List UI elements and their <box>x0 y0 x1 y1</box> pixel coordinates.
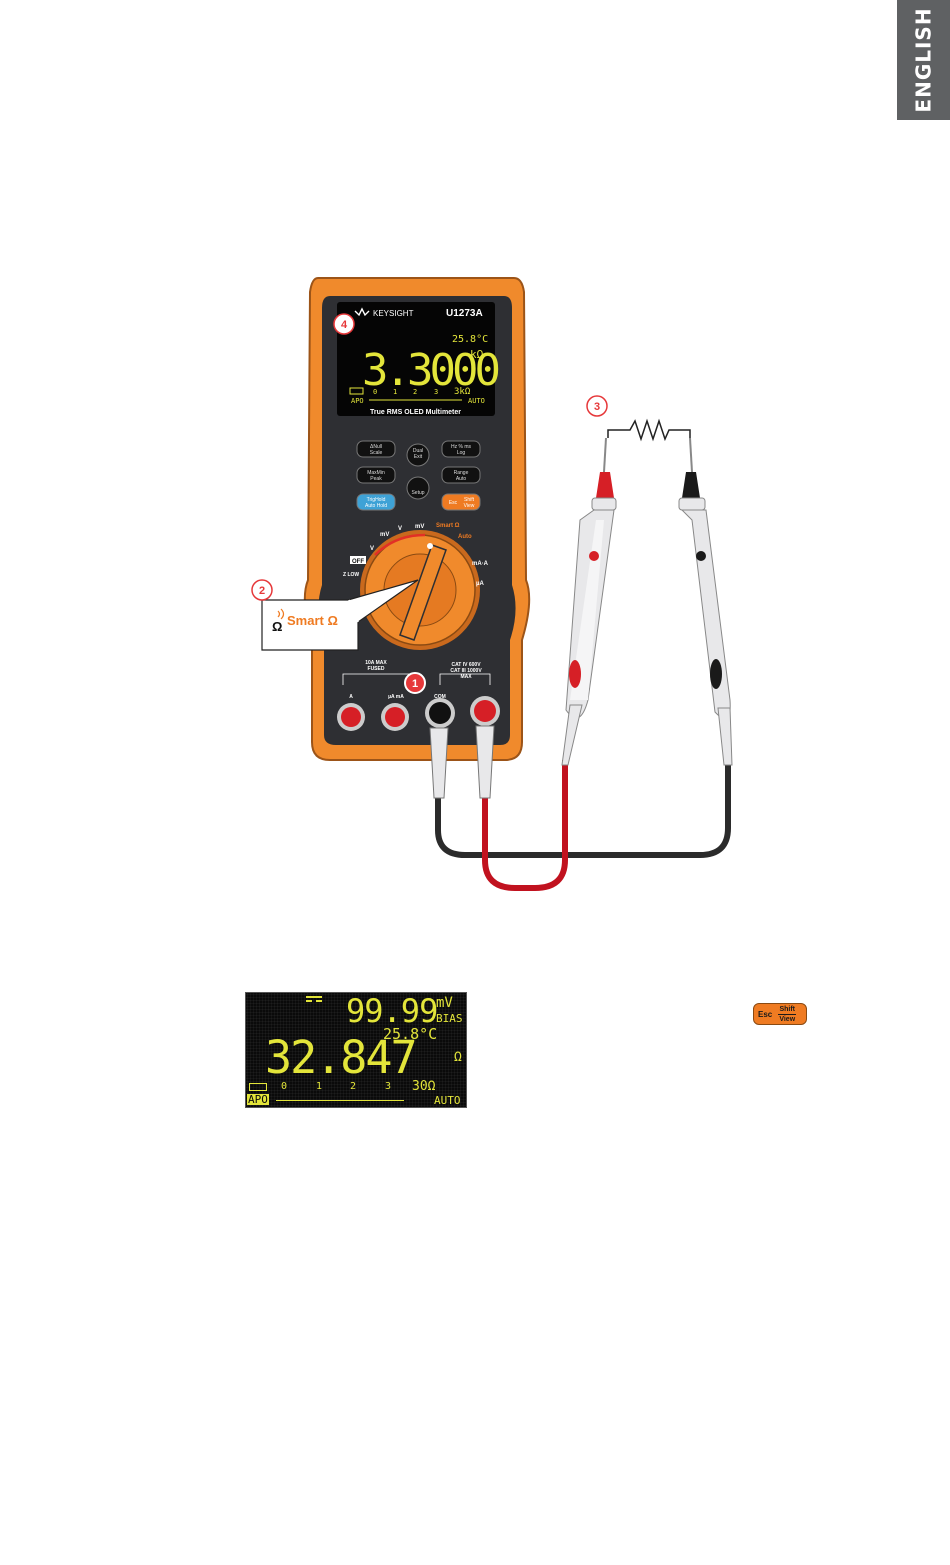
lcd-main-value: 32.847 <box>265 1031 418 1084</box>
maxmin-key-label: MaxMin <box>367 470 385 476</box>
dial-ua: µA <box>476 581 484 587</box>
lcd-top-value: 99.99 <box>346 992 438 1030</box>
meter-apo: APO <box>351 397 364 405</box>
shift-view-labels: Shift View <box>778 1005 797 1023</box>
shift-label: Shift <box>779 1005 796 1013</box>
peak-key-label: Peak <box>370 476 382 482</box>
shift-key-label: Shift <box>464 497 475 503</box>
dual-key-label: Dual <box>413 448 423 454</box>
exit-key-label: Exit <box>414 454 423 460</box>
scale-range: 3kΩ <box>454 387 471 397</box>
meter-unit: kΩ <box>470 348 484 361</box>
meter-brand: KEYSIGHT <box>373 309 414 318</box>
red-probe <box>561 437 617 766</box>
callout-3-circle <box>586 395 608 417</box>
cat-rating-1: CAT IV 600V <box>451 662 481 668</box>
keysight-logo-icon <box>354 307 370 317</box>
callout-2-circle <box>251 579 273 601</box>
scale-tick-1: 1 <box>393 388 397 396</box>
terminal-a-label: A <box>349 694 353 700</box>
dial-ma-a: mA·A <box>472 561 489 567</box>
red-lead-cable <box>482 760 568 891</box>
callout-omega: Ω <box>272 619 282 634</box>
scale-tick-3: 3 <box>434 388 438 396</box>
meter-keypad: ΔNull Scale Dual Exit Hz % ms Log MaxMin… <box>356 440 481 511</box>
view-label: View <box>779 1015 796 1023</box>
dial-zlow: Z LOW <box>343 572 359 578</box>
hz-key-label: Hz % ms <box>451 444 472 450</box>
key-divider <box>778 1013 797 1015</box>
dial-diode-auto: Auto <box>458 534 472 540</box>
lcd-bias: BIAS <box>436 1012 463 1025</box>
multimeter-illustration: KEYSIGHT U1273A 25.8°C 3.3000 kΩ 0 1 2 3… <box>251 277 733 891</box>
red-plug <box>475 725 495 799</box>
battery-icon <box>349 387 364 395</box>
terminal-com-label: COM <box>434 694 446 700</box>
terminal-panel: 10A MAX FUSED CAT IV 600V CAT III 1000V … <box>337 660 500 731</box>
esc-shift-view-key: Esc Shift View <box>753 1003 807 1025</box>
lcd-display: 99.99 mV BIAS 25.8°C 32.847 Ω 0 1 2 3 30… <box>245 992 467 1108</box>
callout-4-circle <box>333 313 355 335</box>
setup-key-label: Setup <box>411 490 424 496</box>
meter-reading: 3.3000 <box>362 345 498 396</box>
callout-1: 1 <box>412 678 418 690</box>
black-plug <box>429 727 449 799</box>
dial-v-ac: V <box>398 526 402 532</box>
max-label: MAX <box>460 674 472 680</box>
scale-key-label: Scale <box>370 450 383 456</box>
lcd-auto: AUTO <box>434 1094 461 1107</box>
hold-key-label: Auto Hold <box>365 503 387 509</box>
lcd-main-unit: Ω <box>454 1050 462 1065</box>
resistor <box>607 418 691 442</box>
lcd-scale-1: 1 <box>316 1081 323 1092</box>
esc-key-label: Esc <box>449 500 458 506</box>
sound-wave-icon <box>277 608 285 620</box>
lcd-bar-graph <box>276 1100 404 1101</box>
dial-mv-dc: mV <box>415 524 424 530</box>
esc-label: Esc <box>758 1009 773 1019</box>
scale-tick-2: 2 <box>413 388 417 396</box>
range-key-label: Range <box>454 470 469 476</box>
callout-3: 3 <box>594 401 600 413</box>
lcd-top-unit: mV <box>436 995 453 1011</box>
meter-model: U1273A <box>446 308 483 319</box>
language-tab: ENGLISH <box>897 0 950 120</box>
dial-mv-ac: mV <box>380 532 389 538</box>
black-lead-cable <box>435 760 731 858</box>
meter-screen <box>337 302 495 416</box>
lcd-scale-2: 2 <box>350 1081 357 1092</box>
smart-ohm-callout: Ω Smart Ω <box>261 579 419 651</box>
dc-symbol-icon <box>306 996 322 1002</box>
log-key-label: Log <box>457 450 466 456</box>
fused-label: 10A MAX <box>365 660 387 666</box>
rotary-dial <box>360 530 480 650</box>
dial-off: OFF <box>352 559 364 565</box>
lcd-scale-3: 3 <box>385 1081 392 1092</box>
fused-label-2: FUSED <box>368 666 385 672</box>
lcd-range: 30Ω <box>412 1079 436 1094</box>
view-key-label: View <box>464 503 475 509</box>
callout-smart-label: Smart Ω <box>287 613 338 628</box>
cat-rating-2: CAT III 1000V <box>450 668 482 674</box>
dial-smart-ohm: Smart Ω <box>436 523 460 529</box>
lcd-temp: 25.8°C <box>383 1025 438 1043</box>
auto-key-label: Auto <box>456 476 467 482</box>
meter-auto: AUTO <box>468 397 485 405</box>
terminal-ua-ma-label: µA mA <box>388 694 404 700</box>
lcd-scale-0: 0 <box>281 1081 288 1092</box>
callout-1-circle <box>404 672 426 694</box>
callout-4: 4 <box>341 319 348 331</box>
trig-key-label: TrigHold <box>367 497 386 503</box>
null-key-label: ΔNull <box>370 444 382 450</box>
multimeter: KEYSIGHT U1273A 25.8°C 3.3000 kΩ 0 1 2 3… <box>303 277 531 799</box>
meter-footer: True RMS OLED Multimeter <box>370 409 461 416</box>
dial-v-dc: V <box>370 546 374 552</box>
scale-tick-0: 0 <box>373 388 377 396</box>
black-probe <box>678 437 733 766</box>
battery-icon <box>249 1083 267 1091</box>
meter-temp: 25.8°C <box>452 334 488 345</box>
callout-2: 2 <box>259 585 265 597</box>
lcd-apo: APO <box>247 1093 269 1106</box>
